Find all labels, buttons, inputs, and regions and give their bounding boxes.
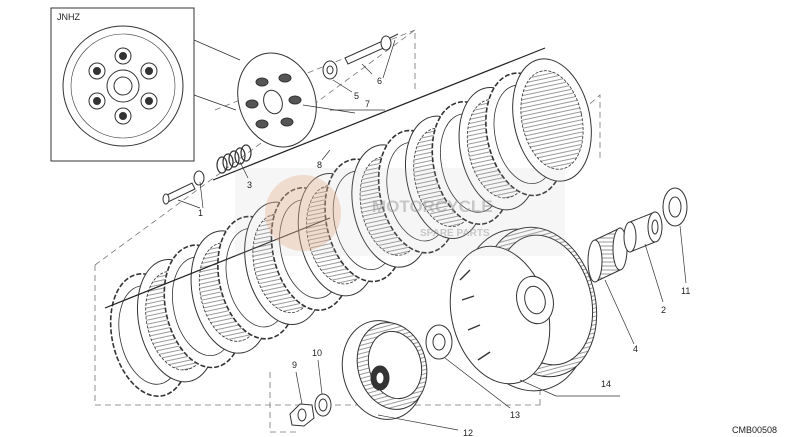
callout-4: 4: [633, 344, 638, 354]
lock-washer: [314, 393, 332, 417]
bearing: [322, 60, 338, 80]
watermark: MOTORCYCLE SPARE PARTS: [235, 168, 565, 256]
clutch-basket: [449, 226, 598, 392]
callout-7: 7: [365, 99, 370, 109]
watermark-line1: MOTORCYCLE: [372, 197, 493, 216]
hub-nut: [289, 403, 315, 427]
hub-washer: [425, 324, 453, 360]
callout-10: 10: [312, 348, 322, 358]
inner-hub: [341, 320, 428, 420]
watermark-line2: SPARE PARTS: [420, 228, 490, 239]
callouts: 1 3 5 6 7 8 4 2 11 14 9 10 12 13: [198, 76, 690, 437]
callout-14: 14: [601, 379, 611, 389]
spring: [216, 144, 252, 174]
pressure-plate: [237, 52, 317, 148]
needle-bearing: [587, 227, 628, 283]
inset-pressure-plate: [62, 25, 184, 147]
callout-13: 13: [510, 410, 520, 420]
callout-9: 9: [292, 360, 297, 370]
watermark-logo-icon: [265, 175, 341, 251]
callout-11: 11: [681, 286, 690, 296]
callout-6: 6: [377, 76, 382, 86]
spacer-bushing: [623, 211, 663, 253]
steel-plate: [512, 58, 592, 182]
callout-2: 2: [661, 305, 666, 315]
thrust-washer: [662, 187, 688, 227]
callout-5: 5: [354, 91, 359, 101]
stack-lines: [104, 47, 546, 309]
leader-lines: [177, 39, 687, 431]
callout-3: 3: [247, 180, 252, 190]
bolt: [162, 170, 205, 205]
callout-8: 8: [317, 160, 322, 170]
diagram-code: CMB00508: [732, 425, 777, 435]
callout-12: 12: [463, 428, 473, 437]
inset-detail-box: JNHZ: [50, 7, 241, 162]
inset-label: JNHZ: [57, 12, 80, 22]
callout-1: 1: [198, 208, 203, 218]
clutch-disc-stack: [109, 58, 592, 397]
pushrod: [344, 33, 399, 65]
